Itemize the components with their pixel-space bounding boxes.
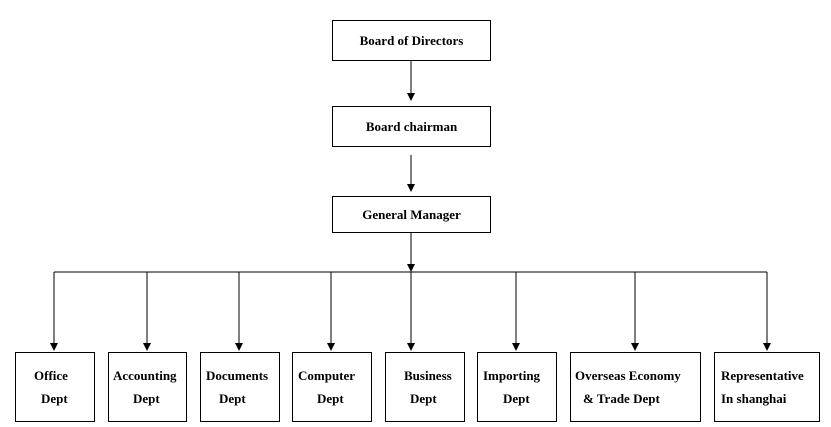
department-name: Accounting	[113, 368, 177, 383]
department-name: Computer	[298, 368, 356, 383]
department-suffix: In shanghai	[721, 391, 787, 406]
board-chairman-label: Board chairman	[365, 118, 458, 134]
board-of-directors-box: Board of Directors	[332, 20, 491, 61]
department-name: Business	[404, 368, 452, 383]
board-chairman-box: Board chairman	[332, 106, 491, 147]
department-suffix: Dept	[317, 391, 344, 406]
department-suffix: Dept	[41, 391, 68, 406]
department-box-business: Business Dept	[385, 352, 465, 422]
board-of-directors-label: Board of Directors	[359, 32, 464, 48]
department-suffix: & Trade Dept	[583, 391, 660, 406]
department-box-office: Office Dept	[15, 352, 95, 422]
department-suffix: Dept	[133, 391, 160, 406]
general-manager-label: General Manager	[362, 206, 461, 222]
department-suffix: Dept	[503, 391, 530, 406]
department-box-accounting: Accounting Dept	[108, 352, 187, 422]
department-name: Office	[34, 368, 68, 383]
department-box-importing: Importing Dept	[477, 352, 557, 422]
department-name: Overseas Economy	[575, 368, 681, 383]
department-box-representative-shanghai: Representative In shanghai	[714, 352, 820, 422]
department-suffix: Dept	[410, 391, 437, 406]
department-name: Documents	[206, 368, 269, 383]
department-suffix: Dept	[219, 391, 246, 406]
department-name: Importing	[483, 368, 541, 383]
general-manager-box: General Manager	[332, 196, 491, 233]
department-box-documents: Documents Dept	[200, 352, 280, 422]
department-name: Representative	[721, 368, 804, 383]
department-box-computer: Computer Dept	[292, 352, 372, 422]
department-box-overseas-economy-trade: Overseas Economy & Trade Dept	[570, 352, 701, 422]
